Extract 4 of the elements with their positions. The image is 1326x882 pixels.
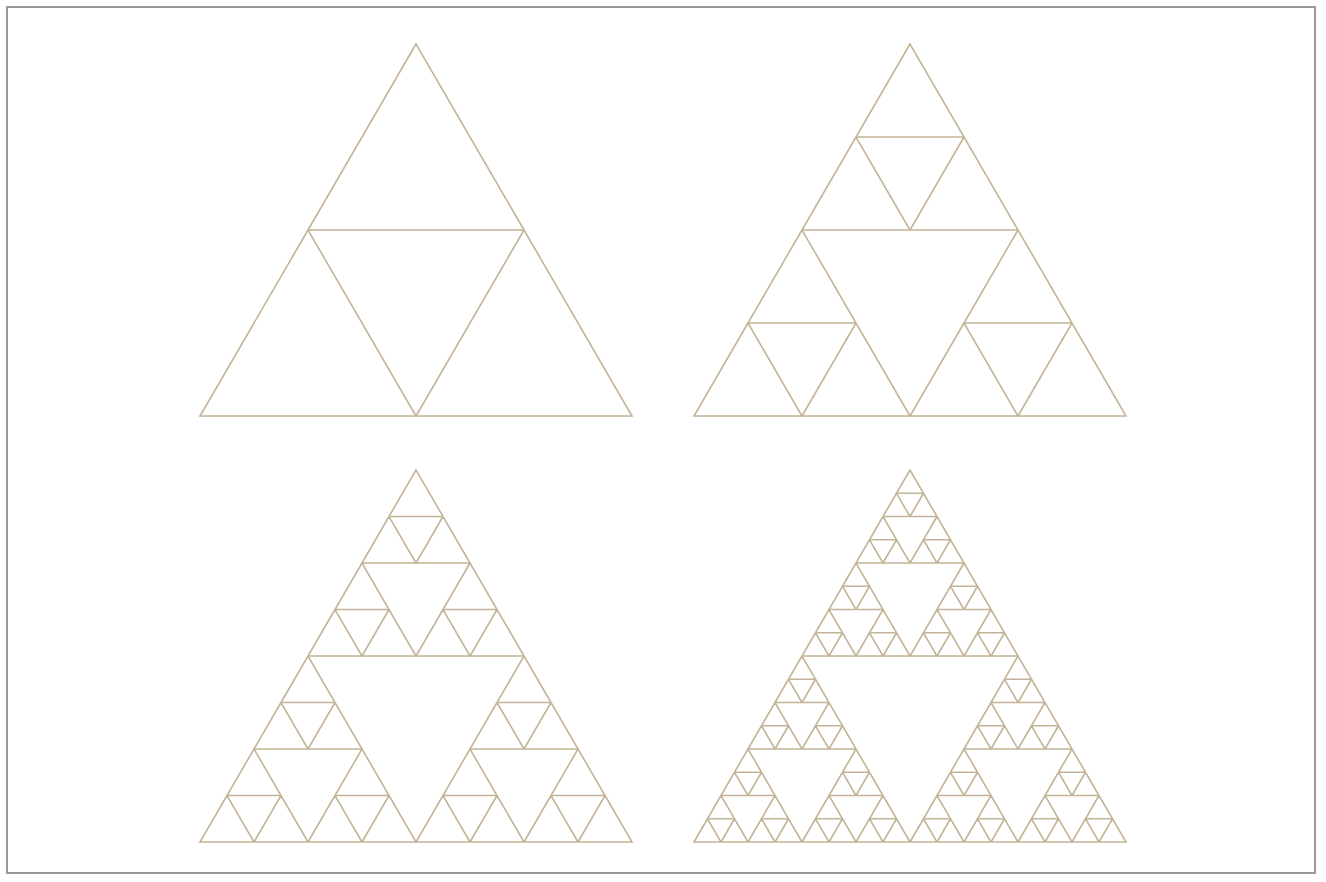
sierpinski-triangle-drawing	[690, 466, 1130, 846]
sierpinski-triangle-drawing	[690, 40, 1130, 420]
sierpinski-triangle-drawing	[196, 466, 636, 846]
sierpinski-triangle-drawing	[196, 40, 636, 420]
